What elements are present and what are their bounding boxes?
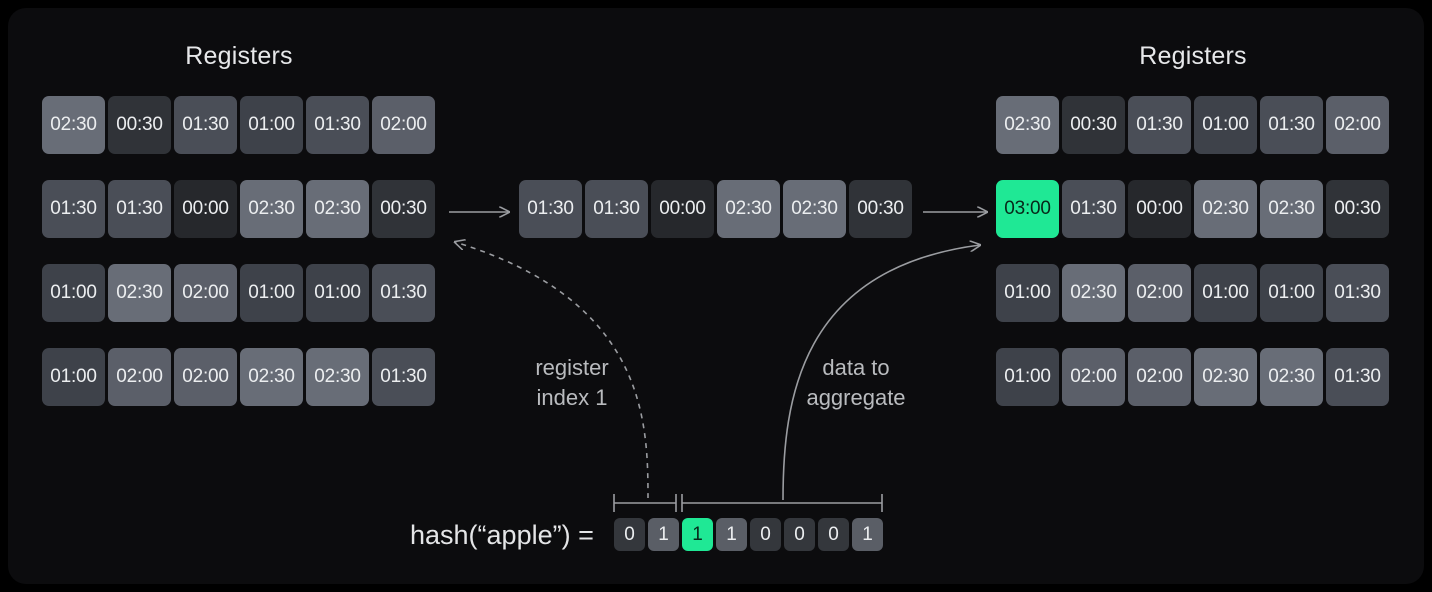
- register-cell: 00:30: [108, 96, 171, 154]
- register-cell: 01:30: [1260, 96, 1323, 154]
- register-cell: 02:30: [1260, 348, 1323, 406]
- data-to-aggregate-label: data to aggregate: [806, 355, 906, 410]
- register-index-label: register index 1: [535, 355, 609, 410]
- register-cell: 02:00: [108, 348, 171, 406]
- register-cell: 01:00: [996, 264, 1059, 322]
- register-cell: 02:00: [1326, 96, 1389, 154]
- register-cell: 01:30: [1326, 348, 1389, 406]
- register-cell: 01:30: [108, 180, 171, 238]
- hash-bit: 0: [750, 518, 781, 551]
- register-cell: 02:30: [306, 348, 369, 406]
- register-cell: 02:30: [42, 96, 105, 154]
- register-cell: 00:30: [372, 180, 435, 238]
- register-cell: 01:00: [1194, 264, 1257, 322]
- register-cell: 01:00: [42, 264, 105, 322]
- register-cell: 00:00: [174, 180, 237, 238]
- register-cell: 02:30: [1062, 264, 1125, 322]
- register-cell: 01:30: [372, 348, 435, 406]
- register-cell: 02:00: [174, 264, 237, 322]
- middle-register-cell: 01:30: [585, 180, 648, 238]
- register-cell-highlighted: 03:00: [996, 180, 1059, 238]
- hash-bit: 1: [852, 518, 883, 551]
- register-cell: 02:30: [240, 180, 303, 238]
- hash-bit: 0: [614, 518, 645, 551]
- register-cell: 02:00: [1128, 264, 1191, 322]
- middle-register-cell: 01:30: [519, 180, 582, 238]
- register-cell: 00:30: [1326, 180, 1389, 238]
- hash-bit: 0: [784, 518, 815, 551]
- register-cell: 01:00: [1194, 96, 1257, 154]
- register-cell: 02:30: [240, 348, 303, 406]
- middle-register-cell: 02:30: [717, 180, 780, 238]
- register-cell: 01:00: [306, 264, 369, 322]
- register-cell: 02:00: [174, 348, 237, 406]
- register-cell: 02:00: [1062, 348, 1125, 406]
- hash-bit-highlighted: 1: [682, 518, 713, 551]
- register-cell: 02:30: [1260, 180, 1323, 238]
- register-cell: 02:30: [306, 180, 369, 238]
- register-cell: 01:00: [996, 348, 1059, 406]
- middle-register-cell: 00:00: [651, 180, 714, 238]
- register-cell: 01:30: [42, 180, 105, 238]
- hash-bit: 1: [716, 518, 747, 551]
- register-cell: 01:30: [1062, 180, 1125, 238]
- register-cell: 01:00: [240, 96, 303, 154]
- register-cell: 01:30: [1326, 264, 1389, 322]
- register-cell: 02:30: [1194, 180, 1257, 238]
- register-cell: 01:00: [1260, 264, 1323, 322]
- right-registers-title: Registers: [1139, 42, 1247, 70]
- register-cell: 02:00: [372, 96, 435, 154]
- register-cell: 01:00: [240, 264, 303, 322]
- register-cell: 00:30: [1062, 96, 1125, 154]
- register-cell: 00:00: [1128, 180, 1191, 238]
- hash-bit: 0: [818, 518, 849, 551]
- middle-register-cell: 00:30: [849, 180, 912, 238]
- register-cell: 01:30: [372, 264, 435, 322]
- hash-expression-label: hash(“apple”) =: [410, 520, 594, 550]
- register-cell: 01:30: [174, 96, 237, 154]
- register-cell: 02:30: [1194, 348, 1257, 406]
- register-cell: 02:00: [1128, 348, 1191, 406]
- left-registers-title: Registers: [185, 42, 293, 70]
- register-cell: 01:00: [42, 348, 105, 406]
- hash-bit: 1: [648, 518, 679, 551]
- register-cell: 02:30: [996, 96, 1059, 154]
- register-cell: 01:30: [306, 96, 369, 154]
- register-cell: 02:30: [108, 264, 171, 322]
- register-cell: 01:30: [1128, 96, 1191, 154]
- middle-register-cell: 02:30: [783, 180, 846, 238]
